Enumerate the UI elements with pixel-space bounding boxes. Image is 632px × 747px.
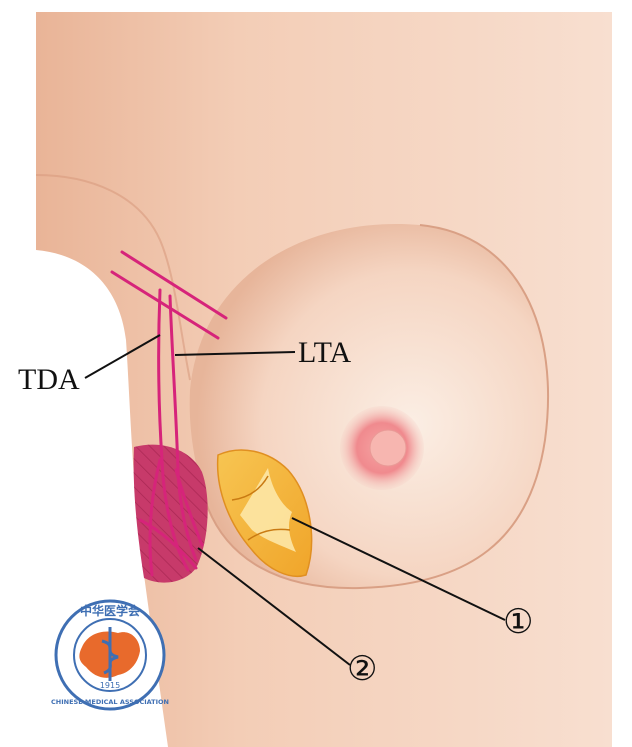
tda-label: TDA (18, 363, 80, 396)
flap-2-hatch (133, 444, 208, 583)
tda-leader (84, 334, 161, 379)
marker-1-label: ① (503, 602, 533, 642)
shoulder-contour (35, 174, 191, 381)
lta-label: LTA (298, 336, 351, 369)
nipple (369, 429, 407, 467)
flap-1-highlight (240, 468, 296, 552)
lta-leader (174, 351, 296, 356)
marker-2-label: ② (347, 649, 377, 689)
logo-bottom-text: CHINESE MEDICAL ASSOCIATION (51, 698, 169, 706)
flap-1-vessels (231, 475, 291, 541)
marker-1-leader (291, 517, 506, 621)
chinese-medical-association-logo: 1915 中华医学会 CHINESE MEDICAL ASSOCIATION (51, 599, 169, 711)
marker-2-leader (197, 547, 351, 666)
logo-year: 1915 (100, 681, 120, 690)
logo-top-text: 中华医学会 (80, 603, 141, 618)
breast-contour (204, 224, 549, 590)
thoracodorsal-lateral-vessels (110, 250, 228, 577)
caduceus-icon (101, 627, 119, 681)
